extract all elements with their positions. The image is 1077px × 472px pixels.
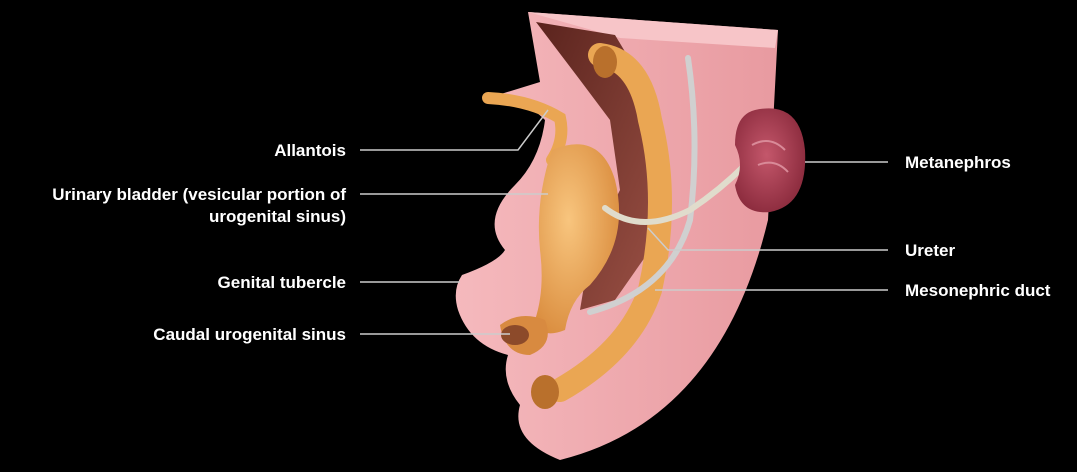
label-caudal-urogenital-sinus: Caudal urogenital sinus [153,324,346,345]
label-ureter: Ureter [905,240,955,261]
anal-canal-opening [531,375,559,409]
label-mesonephric-duct: Mesonephric duct [905,280,1050,301]
label-allantois: Allantois [274,140,346,161]
label-urinary-bladder-line1: Urinary bladder (vesicular portion of [52,184,346,205]
label-genital-tubercle: Genital tubercle [218,272,346,293]
leader-allantois [360,110,548,150]
metanephros [735,108,805,212]
hindgut-opening [593,46,617,78]
label-urinary-bladder-line2: urogenital sinus) [209,206,346,227]
label-metanephros: Metanephros [905,152,1011,173]
sinus-opening [501,325,529,345]
